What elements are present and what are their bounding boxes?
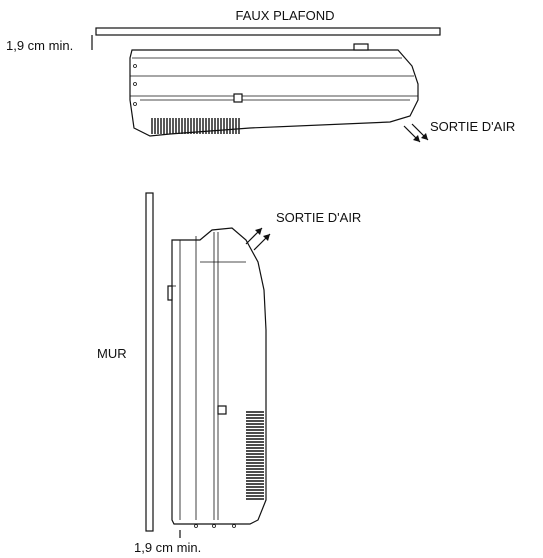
airflow-arrows xyxy=(245,227,271,251)
ceiling-panel xyxy=(95,27,441,36)
ceiling-label: FAUX PLAFOND xyxy=(236,8,335,23)
ceiling-unit xyxy=(129,43,419,137)
ceiling-mount-view: FAUX PLAFOND 1,9 cm min. SORTIE D'AI xyxy=(6,8,515,143)
wall-mount-view: MUR SORTIE D'AIR 1,9 cm min. xyxy=(97,192,361,555)
ceiling-airflow-label: SORTIE D'AIR xyxy=(430,119,515,134)
air-intake-grille xyxy=(246,411,264,500)
wall-clearance-label: 1,9 cm min. xyxy=(134,540,201,555)
wall-panel xyxy=(145,192,154,532)
ceiling-clearance-label: 1,9 cm min. xyxy=(6,38,73,53)
air-intake-grille xyxy=(151,118,240,134)
wall-unit xyxy=(167,227,267,528)
airflow-arrows xyxy=(403,123,429,143)
wall-airflow-label: SORTIE D'AIR xyxy=(276,210,361,225)
wall-label: MUR xyxy=(97,346,127,361)
